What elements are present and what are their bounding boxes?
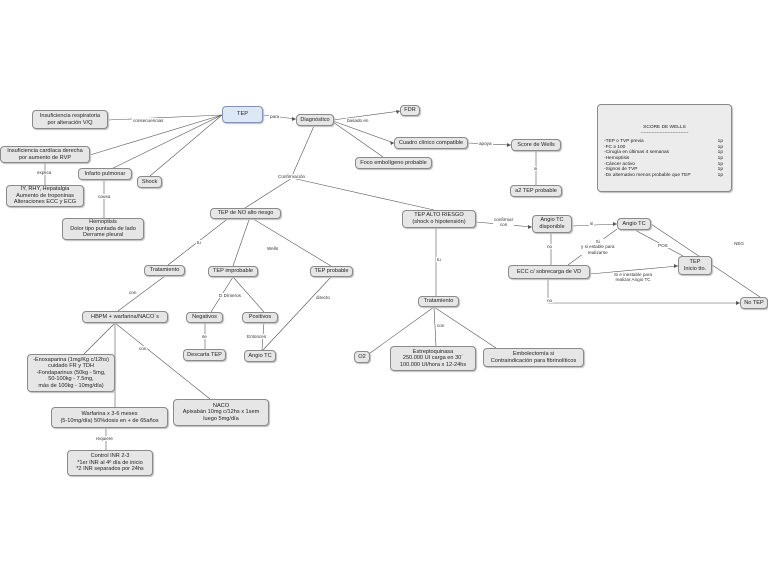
- link-entonces: Entonces: [246, 334, 268, 340]
- link-con-1: con: [128, 290, 138, 296]
- link-explica: explica: [36, 170, 53, 176]
- node-insuf-card[interactable]: Insuficiencia cardíaca derecha por aumen…: [0, 146, 90, 163]
- link-si-estable: Si y si estable para realizarse: [580, 239, 616, 256]
- node-iy[interactable]: IY, RHY, Hepatalgia Aumento de troponina…: [6, 185, 84, 207]
- link-con-3: con: [436, 323, 446, 329]
- link-consecuencias: consecuencias: [132, 118, 165, 124]
- link-requiere: requiere: [95, 436, 114, 442]
- wells-item: -Cirugía en últimas 4 semanas 1p: [602, 150, 727, 156]
- wells-separator: ------------------------------: [640, 130, 689, 136]
- node-no-tep[interactable]: No TEP: [740, 297, 768, 309]
- node-positivos[interactable]: Positivos: [242, 312, 278, 323]
- wells-score-box: SCORE DE WELLS -------------------------…: [597, 104, 732, 192]
- node-foco[interactable]: Foco embolígeno probable: [355, 157, 432, 169]
- link-wells: Wells: [266, 246, 280, 252]
- wells-item-points: 1p: [717, 150, 723, 156]
- wells-item: -Cáncer activo 1p: [602, 162, 727, 168]
- node-hbpm[interactable]: HBPM + warfarina/NACO`s: [82, 311, 168, 323]
- link-confirmacion: Confirmación: [277, 174, 307, 180]
- node-insuf-resp[interactable]: Insuficiencia respiratoria por alteració…: [32, 110, 108, 129]
- link-si-inestable: Si e inestable para realizar Angio TC: [613, 272, 654, 283]
- node-hemoptisis[interactable]: Hemoptisis Dolor tipo puntada de lado De…: [62, 218, 144, 240]
- node-tep-inicio[interactable]: TEP Inicio tto.: [678, 256, 712, 275]
- node-score-wells[interactable]: Score de Wells: [511, 139, 561, 151]
- link-directo: directo: [315, 295, 331, 301]
- node-warfarina[interactable]: Warfarina x 3-6 meses (5-10mg/día) 50%do…: [51, 407, 168, 428]
- link-con-2: con: [138, 346, 148, 352]
- wells-item-points: 1p: [717, 139, 723, 145]
- link-si-angio: si: [589, 221, 595, 227]
- wells-item-points: 1p: [717, 155, 723, 161]
- node-estreptoquinasa[interactable]: Estreptoquinasa 250.000 UI carga en 30´ …: [390, 346, 476, 371]
- link-tu-2: tu: [436, 257, 442, 263]
- wells-title: SCORE DE WELLS: [643, 125, 686, 130]
- wells-item: -TEP o TVP previa 1p: [602, 139, 727, 145]
- node-infarto[interactable]: Infarto pulmonar: [78, 168, 132, 180]
- node-angio-tc-2[interactable]: Angio TC: [617, 218, 651, 230]
- wells-item: -Signos de TVP 1p: [602, 167, 727, 173]
- link-apoya: apoya: [478, 141, 493, 147]
- link-neg: NEG: [733, 241, 745, 247]
- link-pos: POS: [657, 243, 669, 249]
- link-basado-en: basado en: [346, 118, 370, 124]
- link-confirmar-con: confirmar con: [493, 217, 515, 228]
- node-tep[interactable]: TEP: [222, 106, 263, 123]
- node-enoxaparina[interactable]: -Enoxaparina (1mg/Kg c/12hs) cuidado FR …: [27, 354, 115, 392]
- node-tep-alto[interactable]: TEP ALTO RIESGO (shock o hipotensión): [402, 210, 476, 228]
- node-cuadro-clinico[interactable]: Cuadro clínico compatible: [394, 137, 468, 149]
- node-control-inr[interactable]: Control INR 2-3 *1er INR al 4º día de in…: [67, 450, 153, 476]
- node-naco[interactable]: NACO Apixabán 10mg c/12hs x 1sem luego 5…: [173, 399, 269, 426]
- node-tratamiento-2[interactable]: Tratamiento: [418, 296, 459, 307]
- link-no-angio: no: [546, 244, 554, 250]
- wells-item-label: -Dx alternativo menos probable que TEP: [604, 172, 691, 178]
- wells-item-label: -TEP o TVP previa: [604, 139, 644, 145]
- link-si-wells: si: [533, 166, 539, 172]
- link-se: se: [201, 334, 208, 340]
- node-o2[interactable]: O2: [354, 351, 370, 363]
- node-tep-no-alto[interactable]: TEP de NO alto riesgo: [210, 208, 281, 219]
- node-angio-tc-1[interactable]: Angio TC: [244, 350, 276, 362]
- wells-item-points: 1p: [717, 167, 723, 173]
- node-shock[interactable]: Shock: [137, 176, 162, 188]
- node-tep-improbable[interactable]: TEP improbable: [208, 266, 258, 277]
- wells-item-label: -Cáncer activo: [604, 161, 635, 167]
- wells-item-points: 1p: [717, 144, 723, 150]
- node-a2-tep[interactable]: a2 TEP probable: [510, 185, 562, 197]
- link-tu: tu: [196, 240, 202, 246]
- wells-item-points: 1p: [717, 161, 723, 167]
- wells-item: -Hemoptisis 1p: [602, 156, 727, 162]
- node-embolectomia[interactable]: Embolectomía si Contraindicación para fi…: [483, 348, 584, 367]
- wells-item-label: -Signos de TVP: [604, 167, 638, 173]
- node-ecc[interactable]: ECC c/ sobrecarga de VD: [508, 265, 590, 279]
- wells-item-label: -Cirugía en últimas 4 semanas: [604, 150, 670, 156]
- link-causa: causa: [97, 194, 112, 200]
- node-descarta-tep[interactable]: Descarta TEP: [183, 349, 226, 361]
- wells-item: -Dx alternativo menos probable que TEP 1p: [602, 173, 727, 179]
- wells-item-points: 1p: [717, 172, 723, 178]
- wells-item: -FC ≥ 100 1p: [602, 145, 727, 151]
- wells-item-label: -FC ≥ 100: [604, 144, 626, 150]
- link-no-ecc: no: [546, 298, 554, 304]
- node-angio-disponible[interactable]: Angio TC disponible: [532, 215, 572, 233]
- node-diagnostico[interactable]: Diagnóstico: [296, 114, 334, 126]
- link-d-dimeros: D Dímeros: [218, 293, 242, 299]
- node-negativos[interactable]: Negativos: [186, 312, 223, 323]
- node-tep-probable[interactable]: TEP probable: [310, 266, 353, 277]
- wells-item-label: -Hemoptisis: [604, 155, 630, 161]
- node-tratamiento-1[interactable]: Tratamiento: [144, 265, 185, 276]
- link-para: para: [269, 114, 281, 120]
- node-fdr[interactable]: FDR: [400, 105, 420, 116]
